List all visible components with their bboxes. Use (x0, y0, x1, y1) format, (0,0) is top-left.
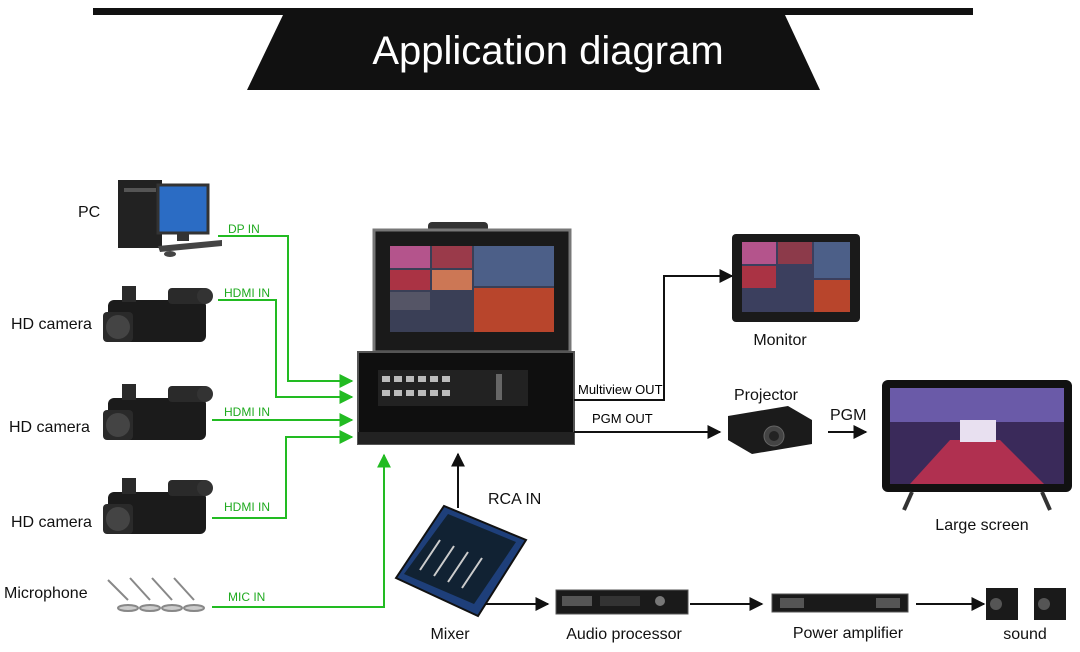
pc-icon (118, 180, 222, 257)
camera-icon-3 (103, 478, 213, 534)
pc-label: PC (78, 204, 100, 221)
rca-in-label: RCA IN (488, 491, 541, 508)
power-amplifier-label: Power amplifier (793, 625, 904, 642)
input-lines (212, 235, 391, 608)
camera-icon-1 (103, 286, 213, 342)
title-banner: Application diagram (93, 8, 973, 90)
audio-processor-icon (555, 589, 689, 615)
power-amplifier-icon (771, 593, 909, 613)
hdmi-in-label-3: HDMI IN (224, 500, 270, 514)
mic-in-label: MIC IN (228, 590, 265, 604)
monitor-label: Monitor (753, 332, 807, 349)
camera-label-1: HD camera (11, 316, 92, 333)
projector-label: Projector (734, 387, 799, 404)
sound-label: sound (1003, 626, 1047, 643)
dp-in-label: DP IN (228, 222, 260, 236)
output-lines (451, 269, 986, 611)
microphone-icon (107, 577, 205, 612)
hdmi-in-label-1: HDMI IN (224, 286, 270, 300)
multiview-out-label: Multiview OUT (578, 382, 663, 397)
speaker-icon (986, 588, 1066, 620)
mixer-label: Mixer (430, 626, 470, 643)
large-screen-label: Large screen (935, 517, 1028, 534)
camera-label-3: HD camera (11, 514, 92, 531)
pgm-label: PGM (830, 407, 866, 424)
camera-icon-2 (103, 384, 213, 440)
audio-processor-label: Audio processor (566, 626, 682, 643)
camera-label-2: HD camera (9, 419, 90, 436)
pgm-out-label: PGM OUT (592, 411, 653, 426)
projector-icon (728, 406, 812, 454)
monitor-icon (732, 234, 860, 322)
hdmi-in-label-2: HDMI IN (224, 405, 270, 419)
large-screen-icon (882, 380, 1072, 511)
video-switcher-icon (357, 222, 575, 445)
page-title: Application diagram (372, 29, 723, 73)
microphone-label: Microphone (4, 585, 88, 602)
mixer-icon (394, 504, 528, 618)
